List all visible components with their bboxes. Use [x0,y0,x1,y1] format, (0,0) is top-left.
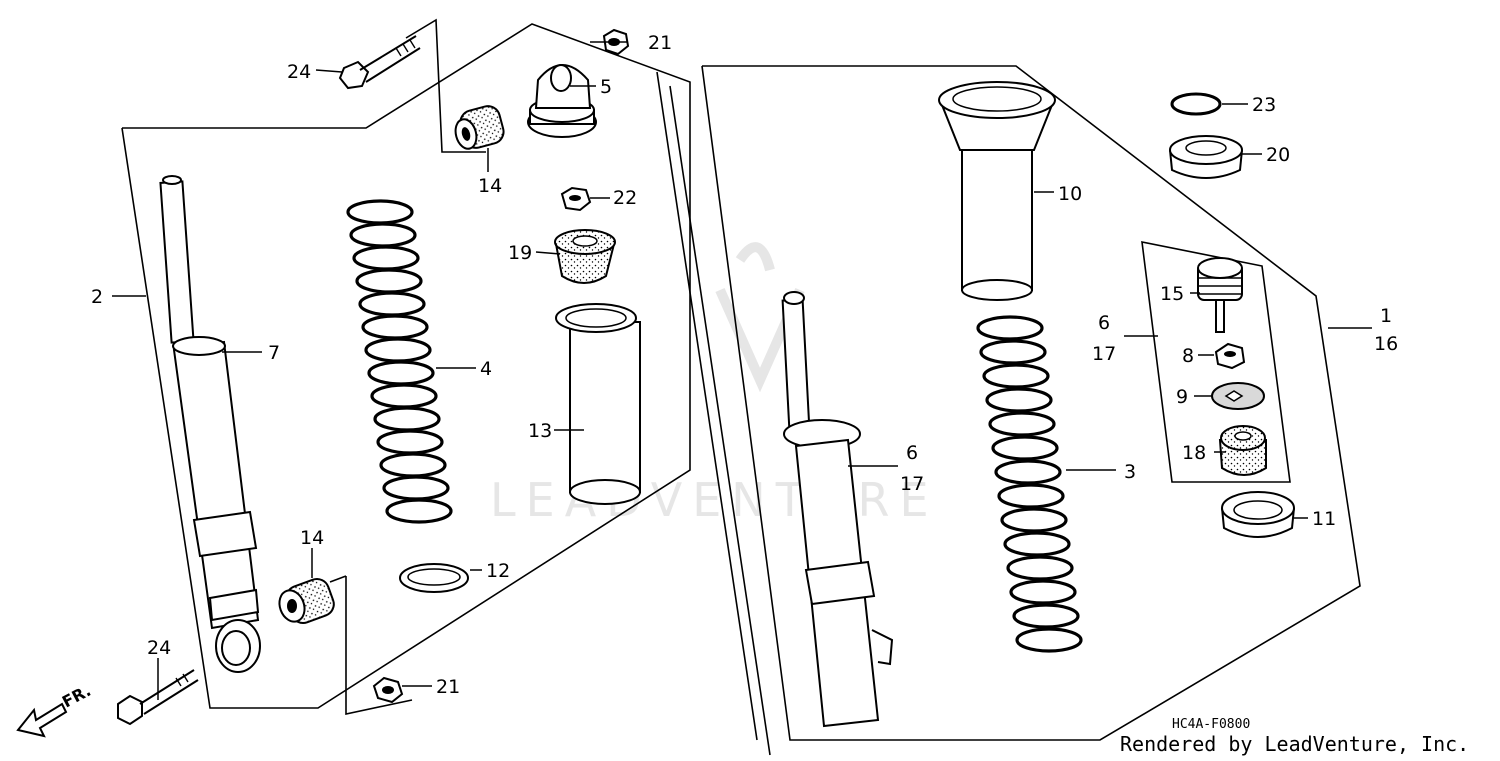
callout-labels: 24 21 5 14 22 19 2 7 4 13 14 12 24 21 23… [91,32,1398,698]
callout-17-kit[interactable]: 17 [1092,343,1116,365]
left-group-outline [121,18,691,715]
callout-19[interactable]: 19 [508,242,532,264]
credit-text: Rendered by LeadVenture, Inc. [1120,732,1469,756]
callout-6-shock[interactable]: 6 [906,442,918,464]
washer-12[interactable] [399,563,469,593]
bolt-24-bottom[interactable] [117,669,199,726]
front-direction-arrow: FR. [16,681,94,738]
callout-16[interactable]: 16 [1374,333,1398,355]
shock-absorber-7[interactable] [159,175,261,673]
lock-nut-20[interactable] [1169,135,1243,179]
callout-9[interactable]: 9 [1176,386,1188,408]
callout-7[interactable]: 7 [268,342,280,364]
nut-22[interactable] [560,186,592,212]
callout-24-top[interactable]: 24 [287,61,311,83]
callout-18[interactable]: 18 [1182,442,1206,464]
dust-tube-13[interactable] [555,303,641,505]
callout-23[interactable]: 23 [1252,94,1276,116]
callout-14-top[interactable]: 14 [478,175,502,197]
bump-rubber-18[interactable] [1218,425,1267,476]
divider-line [669,85,771,756]
callout-3[interactable]: 3 [1124,461,1136,483]
callout-8[interactable]: 8 [1182,345,1194,367]
callout-13[interactable]: 13 [528,420,552,442]
callout-17-shock[interactable]: 17 [900,473,924,495]
divider-line [656,71,758,741]
washer-9[interactable] [1211,382,1265,410]
right-group-outline [701,65,1361,741]
callout-11[interactable]: 11 [1312,508,1336,530]
callout-21-bottom[interactable]: 21 [436,676,460,698]
upper-mount-5[interactable] [527,64,597,138]
adjuster-15[interactable] [1197,257,1243,333]
callout-20[interactable]: 20 [1266,144,1290,166]
nut-8[interactable] [1214,342,1246,370]
dust-boot-10[interactable] [938,81,1056,301]
bushing-14-bottom[interactable] [275,576,337,627]
diagram-code: HC4A-F0800 [1172,717,1250,732]
callout-10[interactable]: 10 [1058,183,1082,205]
shock-absorber-6-17[interactable] [781,291,894,728]
bolt-24-top[interactable] [338,35,421,90]
leader-lines [112,41,1372,700]
circlip-23[interactable] [1170,92,1222,116]
callout-6-kit[interactable]: 6 [1098,312,1110,334]
spring-4[interactable] [346,199,453,524]
callout-21-top[interactable]: 21 [648,32,672,54]
callout-2[interactable]: 2 [91,286,103,308]
watermark-text: LEADVENTURE [490,473,939,527]
callout-12[interactable]: 12 [486,560,510,582]
spring-seat-11[interactable] [1221,491,1295,538]
callout-4[interactable]: 4 [480,358,492,380]
bushing-14-top[interactable] [452,103,506,151]
bump-stop-19[interactable] [554,229,616,284]
nut-21-bottom[interactable] [372,676,404,704]
callout-24-bottom[interactable]: 24 [147,637,171,659]
callout-1[interactable]: 1 [1380,305,1392,327]
callout-14-bottom[interactable]: 14 [300,527,324,549]
callout-15[interactable]: 15 [1160,283,1184,305]
callout-22[interactable]: 22 [613,187,637,209]
spring-3[interactable] [976,315,1083,653]
callout-5[interactable]: 5 [600,76,612,98]
